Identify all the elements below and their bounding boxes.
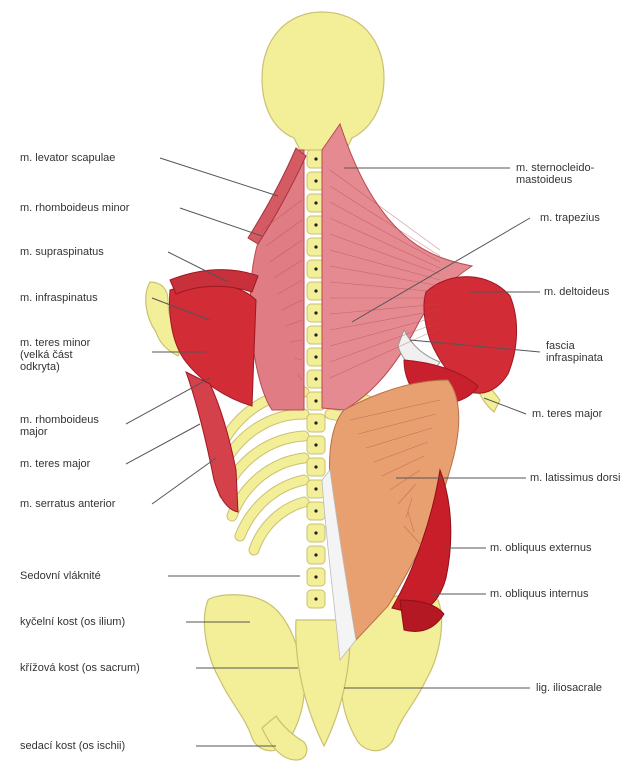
skull: [262, 12, 384, 150]
label-levator-scapulae: m. levator scapulae: [20, 152, 115, 164]
left-ilium: [204, 595, 304, 751]
infraspinatus-muscle: [170, 284, 256, 406]
vertebra-dot: [314, 443, 317, 446]
vertebra-dot: [314, 245, 317, 248]
label-trapezius: m. trapezius: [540, 212, 600, 224]
muscles: [170, 124, 517, 660]
vertebra-dot: [314, 597, 317, 600]
vertebra-dot: [314, 267, 317, 270]
vertebra-dot: [314, 201, 317, 204]
label-spine: Sedovní vláknité: [20, 570, 101, 582]
vertebra-dot: [314, 223, 317, 226]
label-supraspinatus: m. supraspinatus: [20, 246, 104, 258]
vertebra-dot: [314, 355, 317, 358]
vertebra-dot: [314, 509, 317, 512]
label-deltoideus: m. deltoideus: [544, 286, 609, 298]
label-teres-major-left: m. teres major: [20, 458, 90, 470]
vertebra-dot: [314, 575, 317, 578]
label-fascia-infraspinata: fascia infraspinata: [546, 340, 603, 364]
label-infraspinatus: m. infraspinatus: [20, 292, 98, 304]
vertebra-dot: [314, 157, 317, 160]
label-obliquus-internus: m. obliquus internus: [490, 588, 588, 600]
vertebra-dot: [314, 421, 317, 424]
label-teres-minor: m. teres minor (velká část odkryta): [20, 337, 90, 373]
label-rhomboideus-major: m. rhomboideus major: [20, 414, 99, 438]
label-ilium: kyčelní kost (os ilium): [20, 616, 125, 628]
vertebra-dot: [314, 553, 317, 556]
vertebra-dot: [314, 289, 317, 292]
label-latissimus-dorsi: m. latissimus dorsi: [530, 472, 620, 484]
vertebra-dot: [314, 311, 317, 314]
label-teres-major-right: m. teres major: [532, 408, 602, 420]
label-iliosacrale: lig. iliosacrale: [536, 682, 602, 694]
label-sternocleidomastoideus: m. sternocleido- mastoideus: [516, 162, 594, 186]
vertebra-dot: [314, 465, 317, 468]
vertebra-dot: [314, 531, 317, 534]
label-obliquus-externus: m. obliquus externus: [490, 542, 592, 554]
label-sacrum: křížová kost (os sacrum): [20, 662, 140, 674]
vertebra-dot: [314, 487, 317, 490]
vertebra-dot: [314, 333, 317, 336]
label-ischium: sedací kost (os ischii): [20, 740, 125, 752]
vertebra-dot: [314, 179, 317, 182]
vertebra-dot: [314, 399, 317, 402]
vertebra-dot: [314, 377, 317, 380]
label-serratus-anterior: m. serratus anterior: [20, 498, 115, 510]
label-rhomboideus-minor: m. rhomboideus minor: [20, 202, 129, 214]
